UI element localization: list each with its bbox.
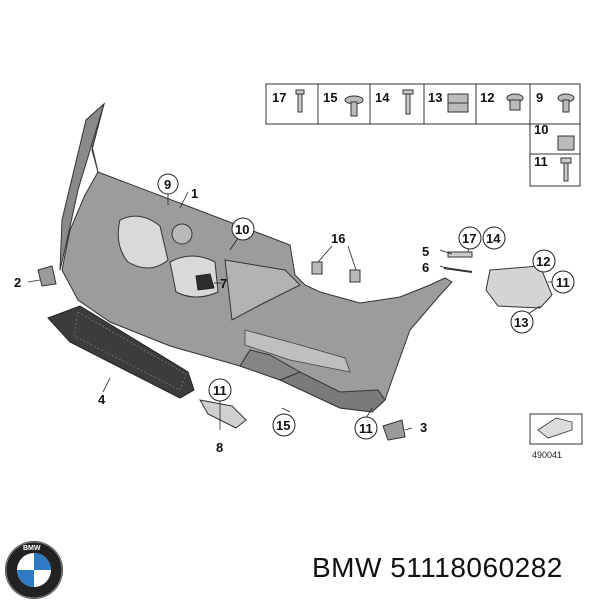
svg-text:13: 13	[514, 315, 528, 330]
callout-14: 14	[482, 226, 506, 250]
table-number-11: 11	[534, 154, 548, 169]
callout-12: 12	[532, 249, 556, 273]
svg-text:7: 7	[220, 276, 227, 291]
clip-nut-icon	[557, 135, 575, 151]
svg-text:11: 11	[556, 275, 570, 290]
svg-text:5: 5	[422, 244, 429, 259]
svg-text:9: 9	[164, 177, 171, 192]
callout-9: 9	[157, 173, 179, 195]
svg-text:11: 11	[213, 383, 227, 398]
expansion-rivet-icon	[557, 93, 575, 113]
expansion-rivet-icon	[344, 95, 364, 117]
part-number: 51118060282	[390, 552, 563, 583]
callout-4: 4	[98, 392, 106, 407]
callout-8: 8	[216, 440, 223, 455]
table-number-13: 13	[428, 90, 442, 105]
part-caption: BMW 51118060282	[312, 552, 563, 584]
svg-text:BMW: BMW	[23, 545, 41, 552]
svg-text:8: 8	[216, 440, 223, 455]
svg-text:11: 11	[359, 421, 373, 436]
callout-6: 6	[422, 260, 429, 275]
svg-text:12: 12	[536, 254, 550, 269]
table-number-17: 17	[272, 90, 286, 105]
bracket-part-16	[311, 261, 361, 283]
callout-1: 1	[191, 186, 198, 201]
pin-part-6	[443, 267, 473, 273]
callout-5: 5	[422, 244, 429, 259]
svg-text:1: 1	[191, 186, 198, 201]
callout-3: 3	[420, 420, 427, 435]
diagram-id-box: 490041	[529, 413, 583, 460]
clip-part-7	[195, 273, 215, 291]
screw-icon	[560, 157, 572, 182]
svg-text:2: 2	[14, 275, 21, 290]
table-number-15: 15	[323, 90, 337, 105]
callout-15: 15	[272, 413, 296, 437]
flange-nut-icon	[506, 93, 524, 111]
screw-part-5	[447, 251, 473, 258]
callout-11: 11	[208, 378, 232, 402]
table-number-9: 9	[536, 90, 543, 105]
callout-2: 2	[14, 275, 21, 290]
svg-text:3: 3	[420, 420, 427, 435]
svg-text:14: 14	[486, 231, 501, 246]
svg-text:6: 6	[422, 260, 429, 275]
callout-10: 10	[231, 217, 255, 241]
table-number-10: 10	[534, 122, 548, 137]
clip-nut-icon	[447, 93, 469, 113]
table-number-14: 14	[375, 90, 390, 105]
screw-icon	[295, 89, 305, 113]
diagram-id: 490041	[532, 450, 562, 460]
svg-text:15: 15	[276, 418, 290, 433]
callout-17: 17	[458, 226, 482, 250]
lower-grille	[47, 305, 195, 399]
callout-11: 11	[354, 416, 378, 440]
svg-text:16: 16	[331, 231, 345, 246]
front-bumper	[59, 102, 453, 413]
svg-text:10: 10	[235, 222, 249, 237]
tow-hook-cover-right	[382, 419, 406, 441]
tow-hook-cover-left	[37, 265, 57, 287]
screw-icon	[402, 89, 414, 115]
brand-name: BMW	[312, 552, 382, 583]
callout-13: 13	[510, 310, 534, 334]
callout-11: 11	[551, 270, 575, 294]
fastener-table	[265, 83, 581, 187]
table-number-12: 12	[480, 90, 494, 105]
bracket-part-8	[199, 399, 247, 429]
callout-7: 7	[220, 276, 227, 291]
svg-text:17: 17	[462, 231, 476, 246]
svg-text:4: 4	[98, 392, 106, 407]
bmw-logo: BMW	[5, 541, 63, 599]
callout-16: 16	[331, 231, 345, 246]
